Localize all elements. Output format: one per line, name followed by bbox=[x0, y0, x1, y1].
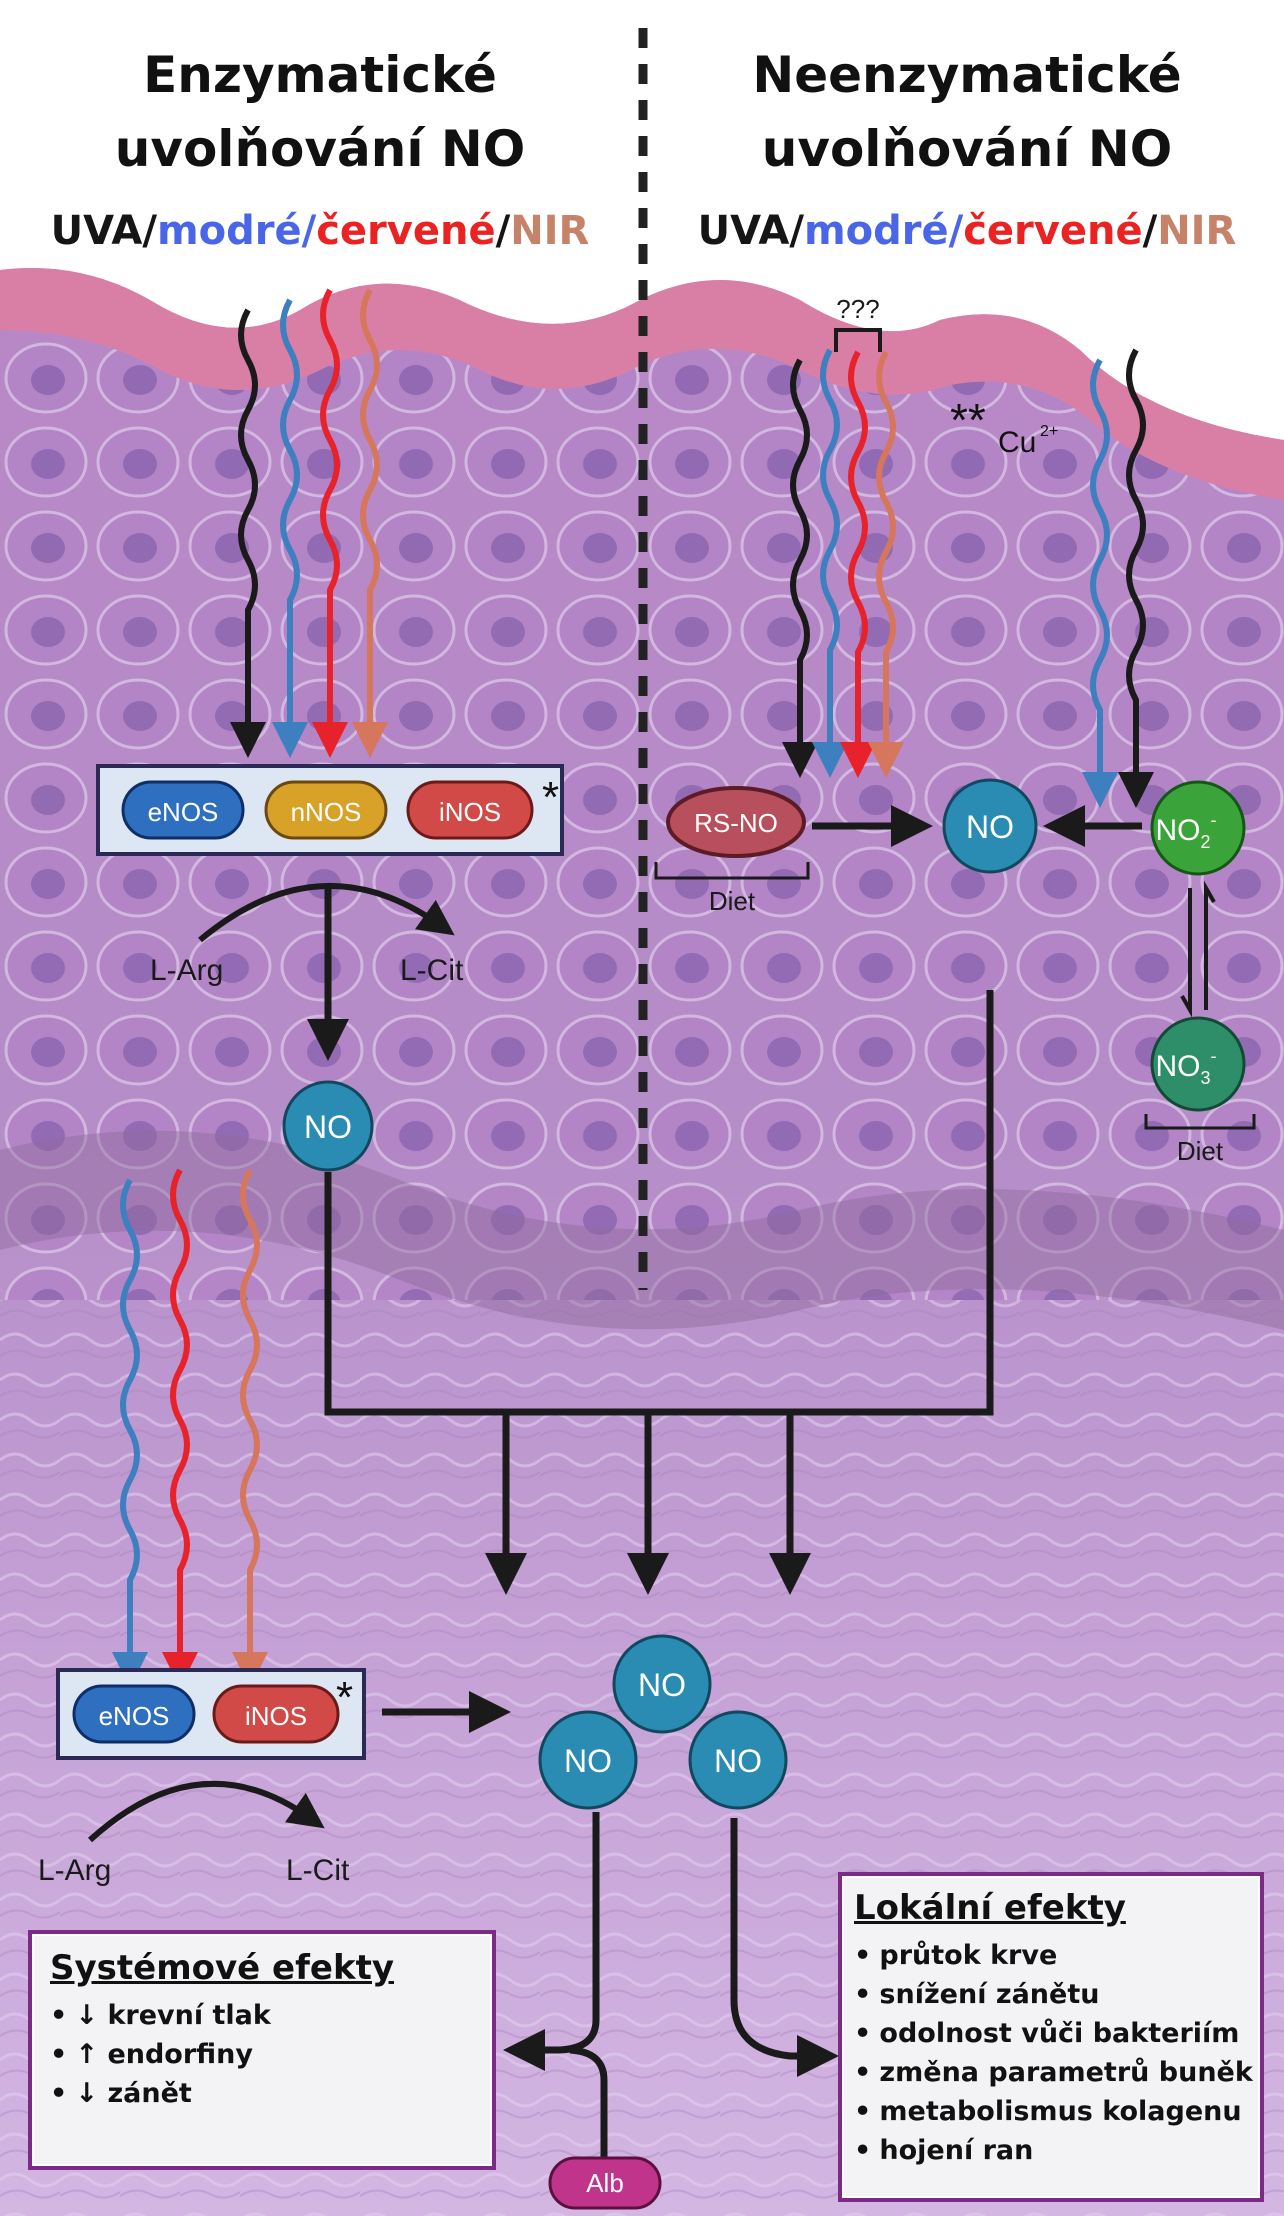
light-red: červené bbox=[316, 208, 496, 254]
no3-node: NO3- bbox=[1150, 1016, 1246, 1112]
blue-ray bbox=[1082, 358, 1118, 808]
lower-left-light-rays bbox=[112, 1168, 268, 1688]
light-uva: UVA bbox=[50, 208, 143, 254]
nir-ray bbox=[232, 1168, 268, 1688]
upper-left-no-node: NO bbox=[282, 1080, 374, 1172]
list-item: • změna parametrů buněk bbox=[854, 2057, 1253, 2088]
upper-left-light-rays bbox=[230, 288, 388, 758]
albumin-node: Alb bbox=[548, 2156, 662, 2210]
no3-diet-bracket bbox=[1144, 1114, 1256, 1130]
nnos-label: nNOS bbox=[291, 797, 362, 827]
no-cluster-top: NO bbox=[638, 1667, 686, 1703]
right-light-rays-to-rsno bbox=[782, 348, 904, 778]
svg-text:NO: NO bbox=[304, 1109, 352, 1145]
inos-star: * bbox=[336, 1673, 353, 1722]
arrow-icon: ↓ bbox=[75, 2078, 99, 2109]
uva-ray bbox=[230, 308, 266, 758]
light-nir: NIR bbox=[510, 208, 590, 254]
unknown-label: ??? bbox=[836, 294, 879, 324]
inos-star: * bbox=[542, 773, 559, 822]
light-uva: UVA bbox=[697, 208, 790, 254]
list-item: • ↓ zánět bbox=[50, 2078, 192, 2109]
light-red: červené bbox=[963, 208, 1143, 254]
right-light-rays-to-no2 bbox=[1082, 348, 1154, 808]
list-item: • ↑ endorfiny bbox=[50, 2039, 253, 2070]
list-item: • odolnost vůči bakteriím bbox=[854, 2018, 1240, 2049]
enzymatic-header: Enzymatické uvolňování NO UVA/modré/červ… bbox=[0, 38, 640, 254]
no-cluster-left: NO bbox=[564, 1743, 612, 1779]
list-item: • metabolismus kolagenu bbox=[854, 2096, 1242, 2127]
nonenzymatic-header: Neenzymatické uvolňování NO UVA/modré/če… bbox=[650, 38, 1284, 254]
nonenzymatic-title-line2: uvolňování NO bbox=[761, 120, 1173, 178]
systemic-effects-title: Systémové efekty bbox=[50, 1948, 394, 1988]
no2-no3-equilibrium-arrows bbox=[1180, 880, 1216, 1018]
nonenzymatic-title-line1: Neenzymatické bbox=[752, 46, 1182, 104]
stratum-corneum bbox=[0, 268, 1284, 500]
local-effects-list: • průtok krve • snížení zánětu • odolnos… bbox=[854, 1936, 1253, 2170]
list-item: • hojení ran bbox=[854, 2135, 1034, 2166]
enos-label: eNOS bbox=[99, 1701, 170, 1731]
convergence-lines bbox=[324, 990, 994, 1595]
blue-ray bbox=[272, 298, 308, 758]
cu-label: Cu bbox=[998, 426, 1036, 459]
upper-nos-box: eNOS nNOS iNOS * bbox=[96, 764, 564, 856]
enzymatic-light-types: UVA/modré/červené/NIR bbox=[50, 208, 590, 254]
uva-ray bbox=[782, 358, 818, 778]
enos-label: eNOS bbox=[148, 797, 219, 827]
unknown-bracket bbox=[834, 328, 882, 352]
systemic-effects-list: • ↓ krevní tlak • ↑ endorfiny • ↓ zánět bbox=[50, 1996, 474, 2113]
blue-ray bbox=[812, 348, 848, 778]
nir-ray bbox=[868, 350, 904, 778]
local-effects-title: Lokální efekty bbox=[854, 1888, 1126, 1928]
rsno-diet-bracket bbox=[654, 862, 810, 880]
effect-paths bbox=[503, 1812, 839, 2160]
red-ray bbox=[162, 1168, 198, 1688]
list-item: • snížení zánětu bbox=[854, 1979, 1100, 2010]
cu-charge: 2+ bbox=[1040, 423, 1058, 440]
svg-text:NO: NO bbox=[966, 809, 1014, 845]
upper-right-no-node: NO bbox=[942, 778, 1038, 874]
svg-text:NO3-: NO3- bbox=[1155, 1046, 1216, 1088]
lower-larg-label: L-Arg bbox=[38, 1854, 111, 1887]
local-effects-box: Lokální efekty • průtok krve • snížení z… bbox=[838, 1872, 1264, 2202]
upper-arg-cit-arc bbox=[198, 882, 455, 943]
light-blue: modré bbox=[803, 208, 949, 254]
upper-lcit-label: L-Cit bbox=[400, 954, 464, 987]
svg-text:NO2-: NO2- bbox=[1155, 810, 1216, 852]
upper-larg-label: L-Arg bbox=[150, 954, 223, 987]
rsno-node: RS-NO bbox=[666, 786, 806, 858]
inos-label: iNOS bbox=[439, 797, 501, 827]
nir-ray bbox=[352, 288, 388, 758]
enzymatic-title-line1: Enzymatické bbox=[143, 46, 497, 104]
no-cluster: NO NO NO bbox=[538, 1634, 788, 1810]
systemic-effects-box: Systémové efekty • ↓ krevní tlak • ↑ end… bbox=[28, 1930, 496, 2170]
cu-stars: ** bbox=[950, 394, 986, 446]
lower-lcit-label: L-Cit bbox=[286, 1854, 350, 1887]
nonenzymatic-light-types: UVA/modré/červené/NIR bbox=[697, 208, 1237, 254]
svg-text:Alb: Alb bbox=[586, 2168, 624, 2198]
enzymatic-title-line2: uvolňování NO bbox=[114, 120, 526, 178]
light-blue: modré bbox=[156, 208, 302, 254]
arrow-icon: ↑ bbox=[75, 2039, 99, 2070]
light-nir: NIR bbox=[1157, 208, 1237, 254]
rsno-diet-label: Diet bbox=[709, 886, 756, 916]
blue-ray bbox=[112, 1178, 148, 1688]
list-item: • ↓ krevní tlak bbox=[50, 2000, 271, 2031]
no2-node: NO2- bbox=[1150, 780, 1246, 876]
svg-text:RS-NO: RS-NO bbox=[694, 808, 778, 838]
lower-nos-box: eNOS iNOS * bbox=[56, 1668, 366, 1760]
inos-label: iNOS bbox=[245, 1701, 307, 1731]
no-cluster-right: NO bbox=[714, 1743, 762, 1779]
list-item: • průtok krve bbox=[854, 1940, 1058, 1971]
no3-diet-label: Diet bbox=[1177, 1136, 1224, 1166]
uva-ray bbox=[1118, 348, 1154, 808]
red-ray bbox=[840, 350, 876, 778]
arrow-icon: ↓ bbox=[75, 2000, 99, 2031]
red-ray bbox=[312, 288, 348, 758]
lower-arg-cit-arc bbox=[87, 1780, 325, 1843]
